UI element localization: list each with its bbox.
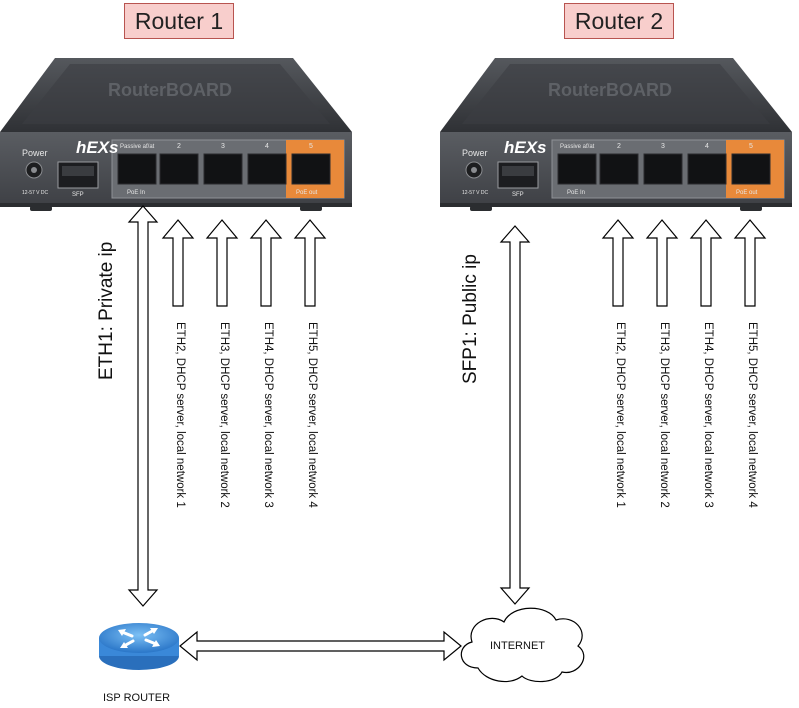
dc-label: 12-57 V DC	[22, 190, 49, 196]
eth2-lan-label: ETH2, DHCP server, local network 1	[174, 322, 186, 508]
port-3-number: 3	[221, 143, 225, 150]
r2-eth5-lan-label: ETH5, DHCP server, local network 4	[746, 322, 758, 508]
isp-router-label: ISP ROUTER	[103, 692, 171, 704]
r2-eth3-lan-label: ETH3, DHCP server, local network 2	[658, 322, 670, 508]
port-4-number: 4	[705, 143, 709, 150]
router-2-device-text: Power 12-57 V DC hEXs SFP Passive af/at …	[462, 138, 758, 198]
port-5-label: PoE out	[296, 190, 318, 196]
port-5-number: 5	[749, 143, 753, 150]
port-1-label: PoE In	[567, 190, 585, 196]
dc-label: 12-57 V DC	[462, 190, 489, 196]
brand-label: hEXs	[504, 138, 547, 157]
power-label: Power	[462, 148, 488, 158]
port-5-label: PoE out	[736, 190, 758, 196]
sfp1-link-arrow	[499, 225, 531, 605]
sfp-label: SFP	[72, 192, 84, 198]
eth3-arrow	[205, 219, 239, 307]
sfp1-uplink-label: SFP1: Public ip	[460, 254, 481, 384]
port-1-label: PoE In	[127, 190, 145, 196]
router-2-device	[439, 57, 793, 212]
eth2-arrow	[161, 219, 195, 307]
router-1-device-text: Power 12-57 V DC hEXs SFP Passive af/at …	[22, 138, 318, 198]
r2-eth4-lan-label: ETH4, DHCP server, local network 3	[702, 322, 714, 508]
port-2-number: 2	[617, 143, 621, 150]
brand-label: hEXs	[76, 138, 119, 157]
port-3-number: 3	[661, 143, 665, 150]
port-1-top-label: Passive af/at	[120, 144, 155, 150]
eth4-lan-label: ETH4, DHCP server, local network 3	[262, 322, 274, 508]
isp-router-icon	[99, 623, 179, 670]
sfp-label: SFP	[512, 192, 524, 198]
internet-cloud-icon	[460, 607, 585, 683]
r2-eth4-arrow	[689, 219, 723, 307]
r2-eth2-arrow	[601, 219, 635, 307]
r2-eth5-arrow	[733, 219, 767, 307]
power-label: Power	[22, 148, 48, 158]
router-1-device	[0, 57, 353, 212]
port-5-number: 5	[309, 143, 313, 150]
eth1-link-arrow	[127, 205, 159, 607]
port-2-number: 2	[177, 143, 181, 150]
eth3-lan-label: ETH3, DHCP server, local network 2	[218, 322, 230, 508]
eth5-arrow	[293, 219, 327, 307]
port-4-number: 4	[265, 143, 269, 150]
internet-label: INTERNET	[490, 640, 545, 652]
r2-eth2-lan-label: ETH2, DHCP server, local network 1	[614, 322, 626, 508]
r2-eth3-arrow	[645, 219, 679, 307]
router-1-title: Router 1	[124, 3, 234, 39]
eth5-lan-label: ETH5, DHCP server, local network 4	[306, 322, 318, 508]
isp-internet-link-arrow	[179, 630, 462, 662]
eth1-uplink-label: ETH1: Private ip	[96, 241, 117, 380]
router-2-title: Router 2	[564, 3, 674, 39]
eth4-arrow	[249, 219, 283, 307]
port-1-top-label: Passive af/at	[560, 144, 595, 150]
